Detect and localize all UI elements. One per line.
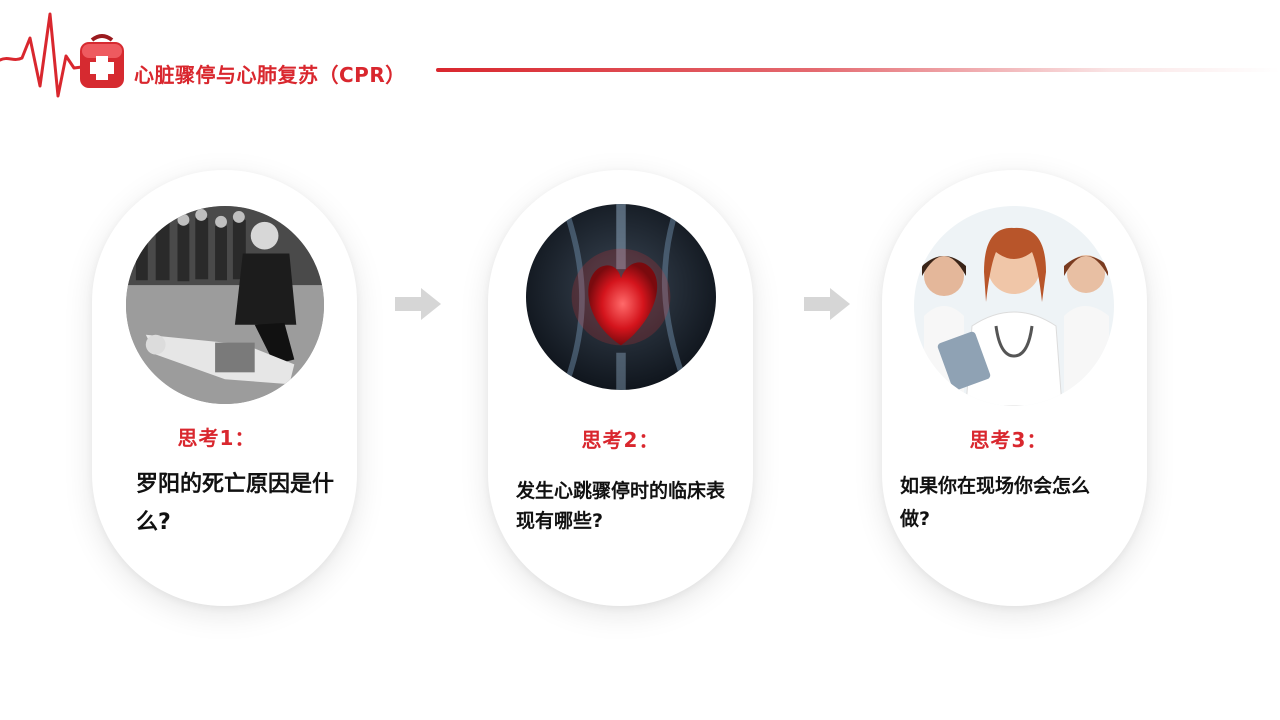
page-title: 心脏骤停与心肺复苏（CPR） — [134, 63, 406, 87]
slide-header: 心脏骤停与心肺复苏（CPR） — [0, 0, 1280, 110]
first-aid-kit-icon — [80, 34, 124, 88]
question-text: 罗阳的死亡原因是什么? — [136, 472, 335, 535]
question-text: 发生心跳骤停时的临床表现有哪些? — [516, 480, 726, 532]
think-label: 思考3： — [969, 428, 1048, 452]
arrow-right-icon — [395, 288, 441, 320]
think-label: 思考1： — [177, 426, 256, 450]
think-card-1: 思考1： 罗阳的死亡原因是什么? — [92, 170, 357, 606]
ecg-heartbeat-icon — [0, 12, 90, 98]
title-divider-line — [436, 68, 1280, 72]
think-card-3: 思考3： 如果你在现场你会怎么做? — [882, 170, 1147, 606]
photo-doctors — [914, 206, 1114, 406]
arrow-right-icon — [804, 288, 850, 320]
photo-collapsed-person — [126, 206, 324, 404]
question-text: 如果你在现场你会怎么做? — [900, 475, 1091, 530]
photo-glowing-heart — [526, 204, 716, 390]
think-card-2: 思考2： 发生心跳骤停时的临床表现有哪些? — [488, 170, 753, 606]
think-label: 思考2： — [581, 428, 660, 452]
